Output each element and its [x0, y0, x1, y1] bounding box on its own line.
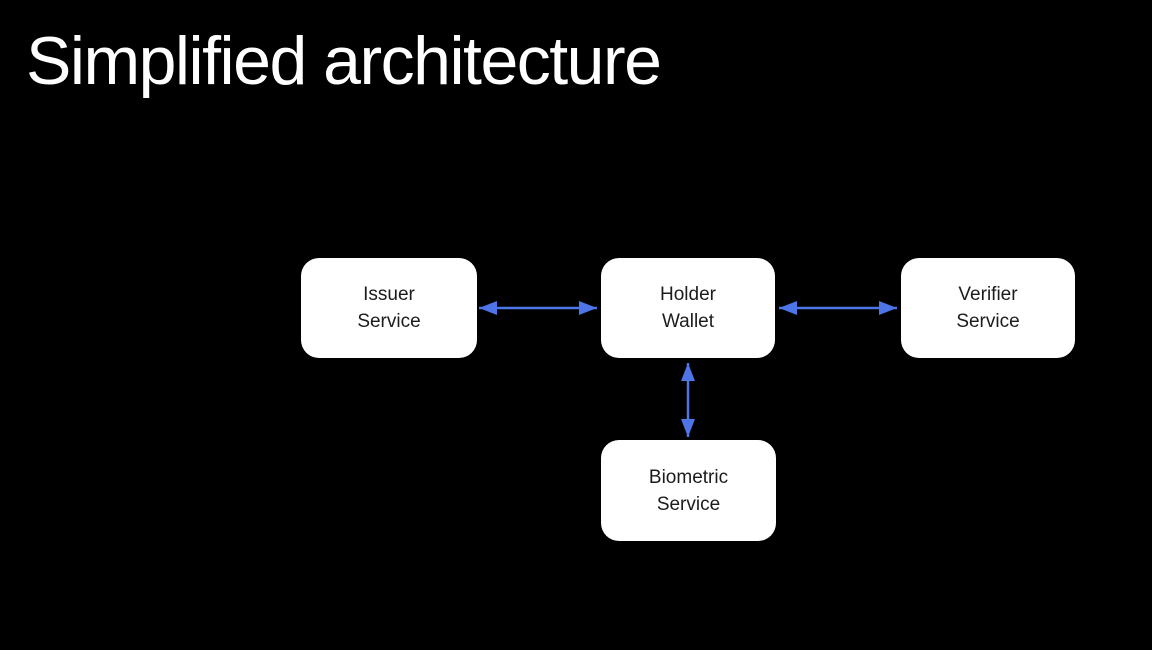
- slide-title: Simplified architecture: [26, 23, 662, 99]
- node-verifier-service-label: Verifier Service: [956, 281, 1019, 335]
- node-label-line: Issuer: [363, 284, 415, 305]
- node-verifier-service: Verifier Service: [901, 258, 1075, 358]
- node-issuer-service: Issuer Service: [301, 258, 477, 358]
- node-label-line: Service: [956, 311, 1020, 332]
- node-issuer-service-label: Issuer Service: [357, 281, 420, 335]
- node-label-line: Verifier: [958, 284, 1018, 305]
- node-label-line: Wallet: [661, 311, 715, 332]
- node-biometric-service-label: Biometric Service: [649, 464, 728, 518]
- node-label-line: Service: [656, 493, 721, 515]
- node-biometric-service: Biometric Service: [601, 440, 776, 541]
- node-holder-wallet-label: Holder Wallet: [660, 281, 716, 335]
- node-label-line: Service: [357, 311, 421, 332]
- node-holder-wallet: Holder Wallet: [601, 258, 775, 358]
- node-label-line: Biometric: [648, 466, 729, 488]
- node-label-line: Holder: [660, 284, 716, 305]
